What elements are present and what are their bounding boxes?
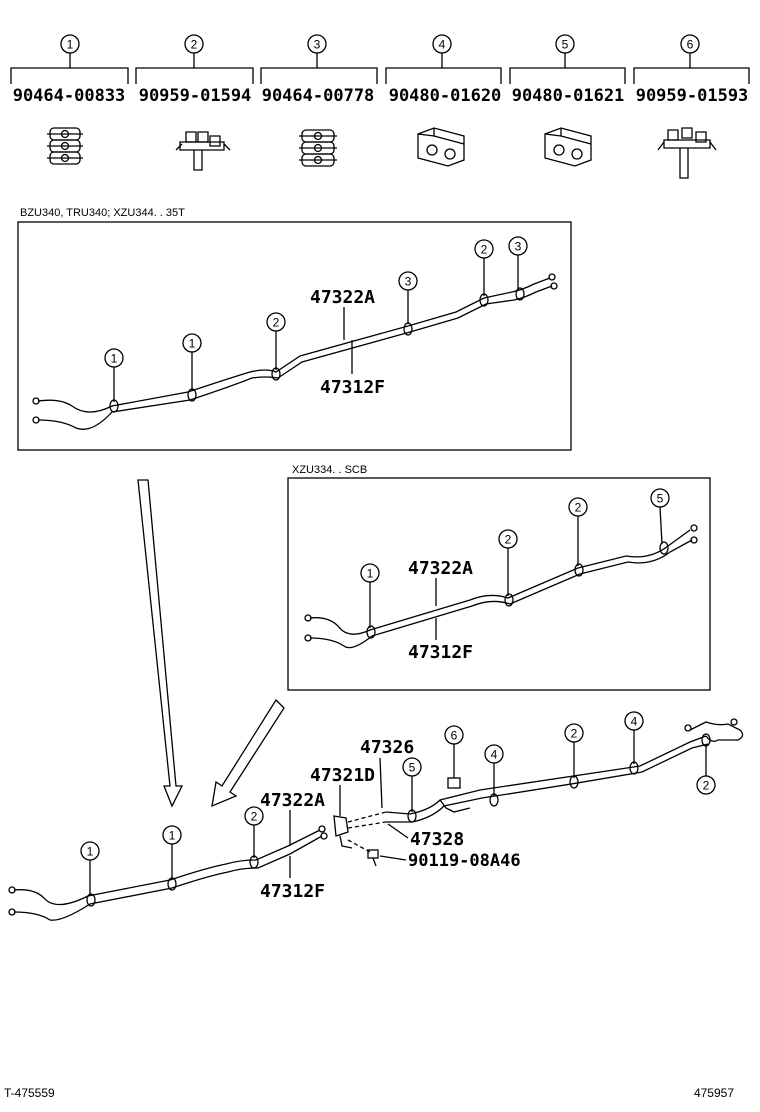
callout-2: 2 — [564, 723, 584, 789]
svg-text:3: 3 — [405, 275, 412, 289]
svg-text:1: 1 — [111, 352, 118, 366]
callout-1: 1 — [104, 348, 124, 413]
box2-label-47312f: 47312F — [408, 642, 473, 663]
box1-label-47322a: 47322A — [310, 287, 375, 308]
part-number-1: 90464-00833 — [13, 86, 126, 106]
svg-text:1: 1 — [67, 38, 74, 52]
clamp-icon — [544, 127, 592, 167]
callout-2: 2 — [568, 497, 588, 577]
svg-text:2: 2 — [575, 501, 582, 515]
box1-caption: BZU340, TRU340; XZU344. . 35T — [20, 207, 185, 219]
parts-header: 1 90464-00833 2 90959-01594 — [10, 34, 750, 179]
svg-text:4: 4 — [631, 715, 638, 729]
callout-3: 3 — [508, 236, 528, 301]
clamp-icon — [299, 129, 337, 167]
svg-text:2: 2 — [703, 779, 710, 793]
clamp-icon — [47, 127, 83, 165]
box2-frame — [287, 477, 711, 691]
svg-text:2: 2 — [571, 727, 578, 741]
box1-pipes — [32, 273, 558, 430]
svg-text:5: 5 — [657, 492, 664, 506]
callout-1: 1 — [182, 333, 202, 402]
svg-text:2: 2 — [481, 243, 488, 257]
callout-5: 5 — [650, 488, 670, 555]
svg-text:2: 2 — [273, 316, 280, 330]
svg-text:4: 4 — [439, 38, 446, 52]
main-callouts: 1 1 2 5 6 4 2 4 2 — [80, 711, 716, 907]
clip-icon — [175, 131, 231, 171]
clip-icon — [657, 127, 717, 179]
part-number-3: 90464-00778 — [262, 86, 375, 106]
svg-text:4: 4 — [491, 748, 498, 762]
box2-pipes — [304, 524, 698, 649]
callout-2: 2 — [266, 312, 286, 381]
callout-2: 2 — [474, 239, 494, 307]
svg-text:3: 3 — [515, 240, 522, 254]
main-pipes — [8, 718, 744, 921]
part-2[interactable]: 2 90959-01594 — [135, 34, 254, 171]
label-47322a: 47322A — [260, 790, 325, 811]
main-fitting — [333, 811, 387, 867]
box1-callouts: 1 1 2 3 2 3 — [104, 236, 528, 413]
callout-3: 3 — [398, 271, 418, 336]
bolt-icon — [367, 849, 379, 867]
callout-2: 2 — [696, 733, 716, 795]
svg-text:2: 2 — [251, 810, 258, 824]
callout-1: 1 — [162, 825, 182, 891]
callout-2: 2 — [244, 806, 264, 869]
label-47321d: 47321D — [310, 765, 375, 786]
callout-1: 1 — [80, 841, 100, 907]
arrow-diagonal — [211, 698, 285, 808]
part-number-2: 90959-01594 — [139, 86, 252, 106]
box1-frame — [17, 221, 572, 451]
part-1[interactable]: 1 90464-00833 — [10, 34, 129, 165]
box2-label-47322a: 47322A — [408, 558, 473, 579]
part-number-6: 90959-01593 — [636, 86, 749, 106]
svg-text:5: 5 — [409, 761, 416, 775]
box1-label-47312f: 47312F — [320, 377, 385, 398]
part-3[interactable]: 3 90464-00778 — [260, 34, 378, 167]
label-47328: 47328 — [410, 829, 464, 850]
svg-text:2: 2 — [505, 533, 512, 547]
leader-line — [387, 823, 409, 839]
box2-caption: XZU334. . SCB — [292, 464, 367, 476]
svg-text:1: 1 — [87, 845, 94, 859]
svg-text:5: 5 — [562, 38, 569, 52]
callout-4: 4 — [624, 711, 644, 775]
part-number-5: 90480-01621 — [512, 86, 625, 106]
footer-left-code: T-475559 — [4, 1086, 55, 1100]
svg-text:6: 6 — [451, 729, 458, 743]
label-47312f: 47312F — [260, 881, 325, 902]
svg-text:3: 3 — [314, 38, 321, 52]
svg-text:6: 6 — [687, 38, 694, 52]
callout-6: 6 — [444, 725, 464, 789]
callout-5: 5 — [402, 757, 422, 823]
leader-line — [379, 855, 407, 861]
part-number-4: 90480-01620 — [389, 86, 502, 106]
svg-text:1: 1 — [189, 337, 196, 351]
svg-text:1: 1 — [169, 829, 176, 843]
part-6[interactable]: 6 90959-01593 — [633, 34, 750, 179]
clamp-icon — [417, 127, 465, 167]
arrow-down — [137, 479, 184, 808]
label-47326: 47326 — [360, 737, 414, 758]
callout-4: 4 — [484, 744, 504, 807]
callout-2: 2 — [498, 529, 518, 607]
label-90119-08a46: 90119-08A46 — [408, 851, 521, 871]
part-4[interactable]: 4 90480-01620 — [385, 34, 502, 167]
callout-1: 1 — [360, 563, 380, 639]
box2-callouts: 1 2 2 5 — [360, 488, 670, 639]
leader-line — [379, 757, 383, 809]
svg-text:1: 1 — [367, 567, 374, 581]
footer-right-code: 475957 — [694, 1086, 734, 1100]
part-5[interactable]: 5 90480-01621 — [509, 34, 626, 167]
svg-text:2: 2 — [191, 38, 198, 52]
